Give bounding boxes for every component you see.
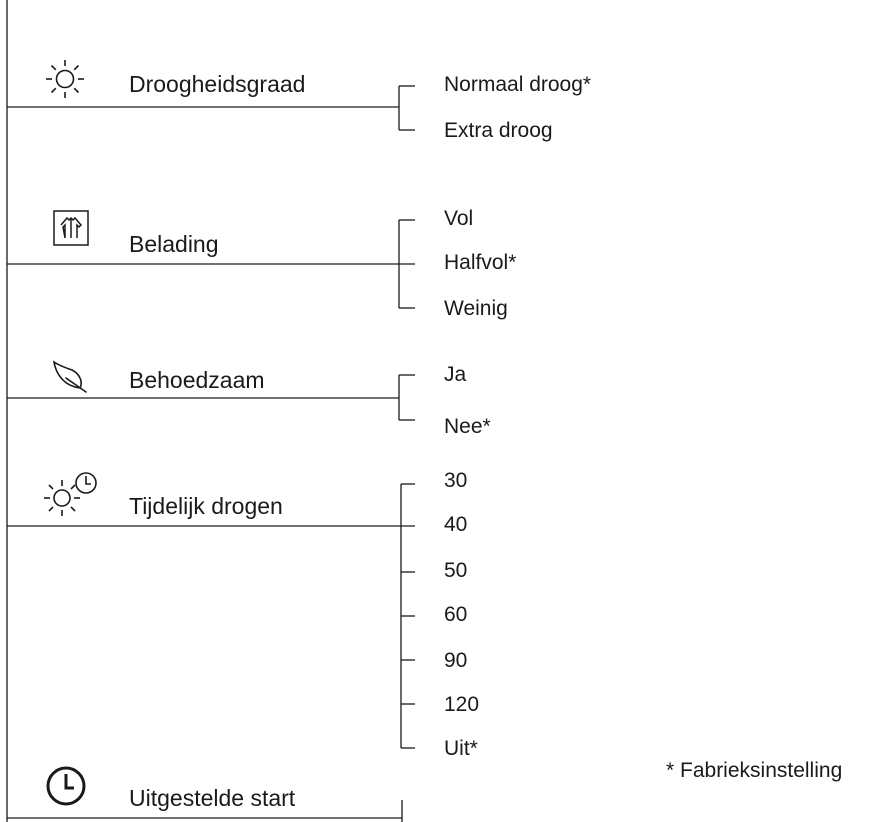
setting-label-uitgestelde-start: Uitgestelde start [129, 785, 296, 811]
option-90: 90 [444, 649, 468, 672]
setting-label-tijdelijk-drogen: Tijdelijk drogen [129, 493, 283, 519]
shirt-load-icon [53, 210, 89, 246]
clock-icon [46, 766, 86, 806]
option-vol: Vol [444, 207, 474, 230]
setting-label-behoedzaam: Behoedzaam [129, 367, 265, 393]
footnote: * Fabrieksinstelling [666, 759, 843, 782]
option-halfvol: Halfvol* [444, 251, 517, 274]
option-40: 40 [444, 513, 468, 536]
sun-clock-icon [44, 472, 97, 516]
option-60: 60 [444, 603, 468, 626]
option-nee: Nee* [444, 415, 491, 438]
option-normaal-droog: Normaal droog* [444, 73, 592, 96]
setting-label-belading: Belading [129, 231, 219, 257]
setting-label-droogheidsgraad: Droogheidsgraad [129, 71, 306, 97]
option-ja: Ja [444, 363, 467, 386]
option-120: 120 [444, 693, 480, 716]
sun-icon [46, 60, 84, 98]
option-extra-droog: Extra droog [444, 119, 553, 142]
option-50: 50 [444, 559, 468, 582]
option-weinig: Weinig [444, 297, 508, 320]
option-30: 30 [444, 469, 468, 492]
option-uit: Uit* [444, 737, 478, 760]
feather-icon [52, 360, 87, 393]
